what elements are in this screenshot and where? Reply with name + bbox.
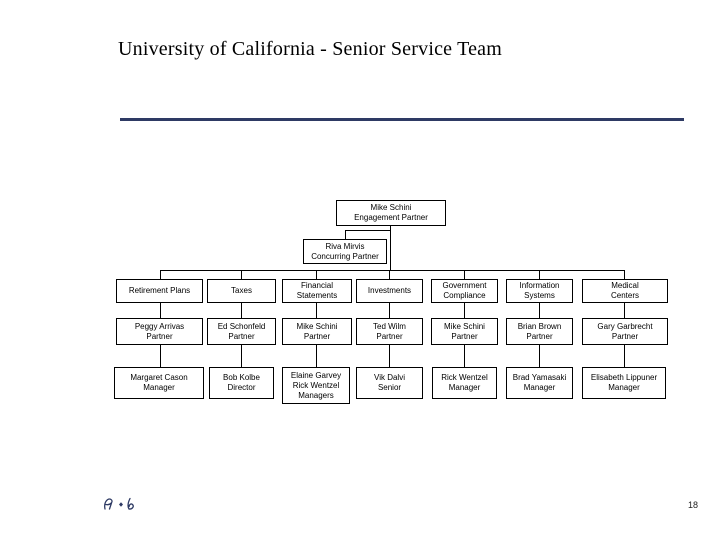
connector-stub	[160, 270, 161, 279]
connector-stub	[316, 345, 317, 367]
org-header-financial-statements: Financial Statements	[282, 279, 352, 303]
node-title: Senior	[377, 383, 402, 392]
header-label: Retirement Plans	[128, 286, 191, 295]
node-name: Peggy Arrivas	[134, 321, 185, 331]
node-name: Rick Wentzel	[441, 373, 488, 382]
org-header-information-systems: Information Systems	[506, 279, 573, 303]
org-node-partner: Brian Brown Partner	[506, 318, 573, 345]
connector-stub	[464, 303, 465, 318]
header-label: Government Compliance	[442, 281, 487, 300]
node-name: Brian Brown	[517, 321, 562, 331]
connector-stub	[389, 303, 390, 318]
org-node-partner: Mike Schini Partner	[431, 318, 498, 345]
connector-stub	[389, 270, 390, 279]
org-node-engagement-partner: Mike Schini Engagement Partner	[336, 200, 446, 226]
node-name: Riva Mirvis	[325, 241, 365, 251]
org-header-taxes: Taxes	[207, 279, 276, 303]
header-label: Financial Statements	[296, 281, 338, 300]
connector-stub	[316, 303, 317, 318]
org-node-manager: Margaret Cason Manager	[114, 367, 204, 399]
org-node-manager: Vik Dalvi Senior	[356, 367, 423, 399]
header-label: Information Systems	[519, 281, 560, 300]
connector-stub	[241, 303, 242, 318]
connector-concurring-branch	[345, 230, 391, 231]
org-node-concurring-partner: Riva Mirvis Concurring Partner	[303, 239, 387, 264]
title-divider	[120, 118, 684, 121]
header-label: Investments	[367, 286, 412, 295]
node-title: Partner	[303, 331, 331, 341]
node-title: Manager	[608, 383, 640, 392]
connector-stub	[464, 345, 465, 367]
node-title: Director	[227, 383, 256, 392]
org-node-partner: Mike Schini Partner	[282, 318, 352, 345]
connector-stub	[539, 345, 540, 367]
node-title: Partner	[611, 331, 639, 341]
node-title: Partner	[451, 331, 478, 341]
node-title: Manager	[448, 383, 481, 392]
org-node-partner: Gary Garbrecht Partner	[582, 318, 668, 345]
connector-stub	[241, 270, 242, 279]
connector-stub	[539, 270, 540, 279]
node-title: Engagement Partner	[354, 213, 428, 222]
connector-concurring-stub	[345, 230, 346, 239]
page-number: 18	[688, 500, 699, 510]
org-node-manager: Bob Kolbe Director	[209, 367, 274, 399]
node-title: Partner	[146, 331, 173, 341]
connector-stub	[316, 270, 317, 279]
node-name: Ted Wilm	[373, 321, 406, 331]
org-header-investments: Investments	[356, 279, 423, 303]
node-name: Margaret Cason	[130, 373, 188, 382]
node-name: Bob Kolbe	[223, 373, 260, 382]
node-name: Vik Dalvi	[374, 373, 405, 382]
connector-stub	[160, 345, 161, 367]
node-title: Partner	[376, 331, 403, 341]
node-title: Partner	[526, 331, 553, 341]
node-name: Mike Schini	[444, 321, 485, 331]
header-label: Medical Centers	[610, 281, 639, 300]
connector-stub	[389, 345, 390, 367]
connector-root-drop	[390, 226, 391, 271]
node-name: Gary Garbrecht	[597, 321, 653, 331]
org-node-manager: Elisabeth Lippuner Manager	[582, 367, 666, 399]
org-header-medical-centers: Medical Centers	[582, 279, 668, 303]
org-node-partner: Peggy Arrivas Partner	[116, 318, 203, 345]
connector-stub	[624, 270, 625, 279]
header-label: Taxes	[231, 286, 252, 295]
org-node-manager: Rick Wentzel Manager	[432, 367, 497, 399]
node-name: Elisabeth Lippuner	[590, 373, 658, 382]
org-header-government-compliance: Government Compliance	[431, 279, 498, 303]
org-node-partner: Ted Wilm Partner	[356, 318, 423, 345]
connector-stub	[464, 270, 465, 279]
org-node-manager: Brad Yamasaki Manager	[506, 367, 573, 399]
node-title: Manager	[143, 383, 175, 392]
footer-script-logo-icon	[104, 497, 134, 510]
connector-stub	[624, 345, 625, 367]
connector-stub	[241, 345, 242, 367]
org-node-manager: Elaine Garvey Rick Wentzel Managers	[282, 367, 350, 404]
connector-stub	[624, 303, 625, 318]
node-name: Mike Schini	[370, 203, 412, 212]
org-header-retirement-plans: Retirement Plans	[116, 279, 203, 303]
connector-stub	[539, 303, 540, 318]
org-node-partner: Ed Schonfeld Partner	[207, 318, 276, 345]
node-name: Elaine Garvey Rick Wentzel	[290, 370, 342, 390]
node-name: Ed Schonfeld	[217, 321, 266, 331]
node-title: Managers	[298, 390, 334, 400]
node-title: Partner	[228, 331, 255, 341]
slide-title: University of California - Senior Servic…	[118, 38, 502, 60]
node-name: Mike Schini	[296, 321, 338, 331]
connector-stub	[160, 303, 161, 318]
node-title: Concurring Partner	[311, 251, 379, 261]
connector-distribution-line	[160, 270, 625, 271]
node-name: Brad Yamasaki	[512, 373, 567, 382]
node-title: Manager	[523, 383, 556, 392]
